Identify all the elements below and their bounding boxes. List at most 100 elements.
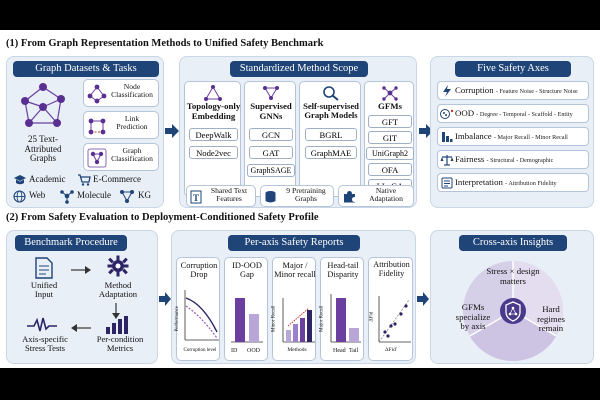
insight-center-text: Stress × design matters: [486, 266, 540, 286]
family-topology-card: Topology-only Embedding DeepWalk Node2ve…: [184, 81, 241, 197]
report-card-fairness: Head-tail Disparity Major Recall Head Ta…: [319, 257, 364, 361]
shared-text-label: Shared Text Features: [210, 186, 248, 204]
puzzle-icon: [344, 191, 355, 203]
graduation-cap-icon: [14, 175, 26, 185]
reports-header: Per-axis Safety Reports: [228, 235, 360, 251]
axis-row-ood: OOD - Degree - Temporal - Scaffold - Ent…: [437, 104, 589, 123]
task-link-label: Link Prediction: [116, 114, 148, 132]
gnn-icon: [263, 86, 279, 100]
method-chip-git: GIT: [368, 131, 412, 144]
arrow-datasets-to-scope: [165, 124, 179, 138]
report-card-imbalance: Major / Minor recall Minor Recall Method…: [272, 257, 316, 361]
report-fairness-title: Head-tail Disparity: [327, 261, 359, 280]
triangle-graph-icon: [204, 85, 222, 101]
shared-text-features: T Shared Text Features: [186, 185, 256, 207]
axes-header: Five Safety Axes: [455, 61, 571, 77]
arrow-scope-to-axes: [419, 124, 433, 138]
task-card-node: Node Classification: [83, 79, 159, 107]
domain-ecommerce: E-Commerce: [93, 174, 141, 184]
fairness-bar-tail: [349, 328, 359, 342]
safety-axes-panel: Five Safety Axes Corruption - Feature No…: [430, 56, 594, 208]
axis-corruption-sub: - Feature Noise - Structure Noise: [495, 88, 578, 95]
family-ssl-card: Self-supervised Graph Models BGRL GraphM…: [299, 81, 361, 197]
family-gnn-title: Supervised GNNs: [250, 101, 292, 121]
link-graph-icon: [88, 118, 106, 135]
native-adaptation-label: Native Adaptation: [369, 186, 403, 204]
method-chip-deepwalk: DeepWalk: [189, 128, 238, 141]
step-per-condition-metrics: Per-condition Metrics: [96, 334, 144, 354]
report-imbalance-title: Major / Minor recall: [274, 261, 316, 280]
procedure-panel: Benchmark Procedure Unified Input Method…: [6, 230, 158, 364]
report-imbalance-ylabel: Minor Recall: [271, 305, 277, 332]
report-interpretation-xlabel: ΔFid': [385, 347, 397, 353]
report-interpretation-ylabel: ΔFid: [369, 311, 375, 322]
method-scope-panel: Standardized Method Scope Topology-only …: [179, 56, 417, 208]
insight-left-text: GFMs specialize by axis: [455, 302, 491, 331]
reports-panel: Per-axis Safety Reports Corruption Drop …: [171, 230, 416, 364]
axis-imbalance-sub: - Major Recall - Minor Recall: [493, 134, 568, 141]
report-fairness-xlabel-tail: Tail: [349, 348, 359, 354]
arrow-procedure-to-reports: [159, 292, 171, 306]
report-ood-xlabel-ood: OOD: [247, 348, 260, 354]
arrow-reports-to-insights: [417, 292, 429, 306]
foundation-model-icon: [382, 86, 398, 101]
section-1-title: (1) From Graph Representation Methods to…: [6, 38, 324, 49]
axis-imbalance-name: Imbalance: [455, 131, 492, 141]
imbalance-bar-chart: [282, 298, 315, 343]
step-arrow-right: [71, 266, 91, 274]
diagram-canvas: (1) From Graph Representation Methods to…: [0, 30, 600, 368]
scope-header: Standardized Method Scope: [230, 61, 368, 77]
text-t-icon: T: [190, 190, 202, 204]
domain-academic: Academic: [29, 174, 66, 184]
document-icon: [35, 257, 53, 279]
task-graph-label: Graph Classification: [111, 146, 153, 164]
axis-row-corruption: Corruption - Feature Noise - Structure N…: [437, 81, 589, 100]
imbalance-bars-icon: [442, 132, 453, 142]
family-ssl-title: Self-supervised Graph Models: [303, 101, 359, 121]
axis-ood-name: OOD: [455, 108, 475, 118]
axis-interpretation-sub: - Attribution Fidelity: [505, 180, 557, 187]
family-gfm-title: GFMs: [378, 101, 402, 111]
globe-icon: [13, 190, 26, 203]
step-unified-input: Unified Input: [30, 280, 58, 300]
report-imbalance-xlabel: Methods: [287, 347, 307, 353]
report-fairness-ylabel: Major Recall: [319, 305, 325, 332]
database-icon: [265, 191, 276, 203]
axis-row-interpretation: Interpretation - Attribution Fidelity: [437, 173, 589, 192]
axis-row-fairness: Fairness - Structural - Demographic: [437, 150, 589, 169]
axis-ood-sub: - Degree - Temporal - Scaffold - Entity: [476, 111, 573, 118]
method-chip-node2vec: Node2vec: [189, 146, 238, 159]
insights-panel: Cross-axis Insights Stress × design matt…: [430, 230, 594, 364]
method-chip-gcn: GCN: [249, 128, 293, 141]
ood-bar-chart: [231, 298, 263, 343]
method-chip-bgrl: BGRL: [305, 128, 357, 141]
family-topology-title: Topology-only Embedding: [186, 101, 241, 121]
report-corruption-title: Corruption Drop: [180, 261, 218, 280]
task-node-label: Node Classification: [111, 82, 153, 100]
corruption-line-chart: [184, 290, 219, 341]
pretraining-graphs: 9 Pretraining Graphs: [260, 185, 334, 207]
task-card-graph: Graph Classification: [83, 143, 159, 171]
knowledge-graph-icon: [120, 190, 134, 203]
report-ood-title: ID-OOD Gap: [232, 261, 262, 280]
report-fairness-xlabel-head: Head: [333, 348, 346, 354]
step-arrow-down: [112, 303, 120, 319]
method-chip-graphmae: GraphMAE: [305, 146, 357, 159]
step-method-adaptation: Method Adaptation: [98, 280, 138, 300]
procedure-header: Benchmark Procedure: [15, 235, 127, 251]
report-corruption-ylabel: Performance: [175, 305, 181, 332]
domain-molecule: Molecule: [77, 190, 111, 200]
interpretation-icon: [441, 177, 453, 189]
report-interpretation-title: Attribution Fidelity: [373, 260, 410, 278]
axis-corruption-name: Corruption: [455, 85, 494, 95]
shopping-cart-icon: [78, 174, 91, 186]
insights-header: Cross-axis Insights: [459, 235, 567, 251]
graph-network-icon: [21, 83, 65, 127]
molecule-icon: [60, 190, 74, 204]
shield-icon: [505, 301, 521, 322]
report-card-interpretation: Attribution Fidelity ΔFid ΔFid': [368, 257, 413, 361]
family-gfm-card: GFMs GFT GIT UniGraph2 OFA LLaGA: [364, 81, 414, 197]
ood-bar-ood: [249, 314, 259, 342]
datasets-panel: Graph Datasets & Tasks 25 Text- Attribut…: [6, 56, 164, 208]
report-ood-xlabel-id: ID: [231, 348, 238, 354]
